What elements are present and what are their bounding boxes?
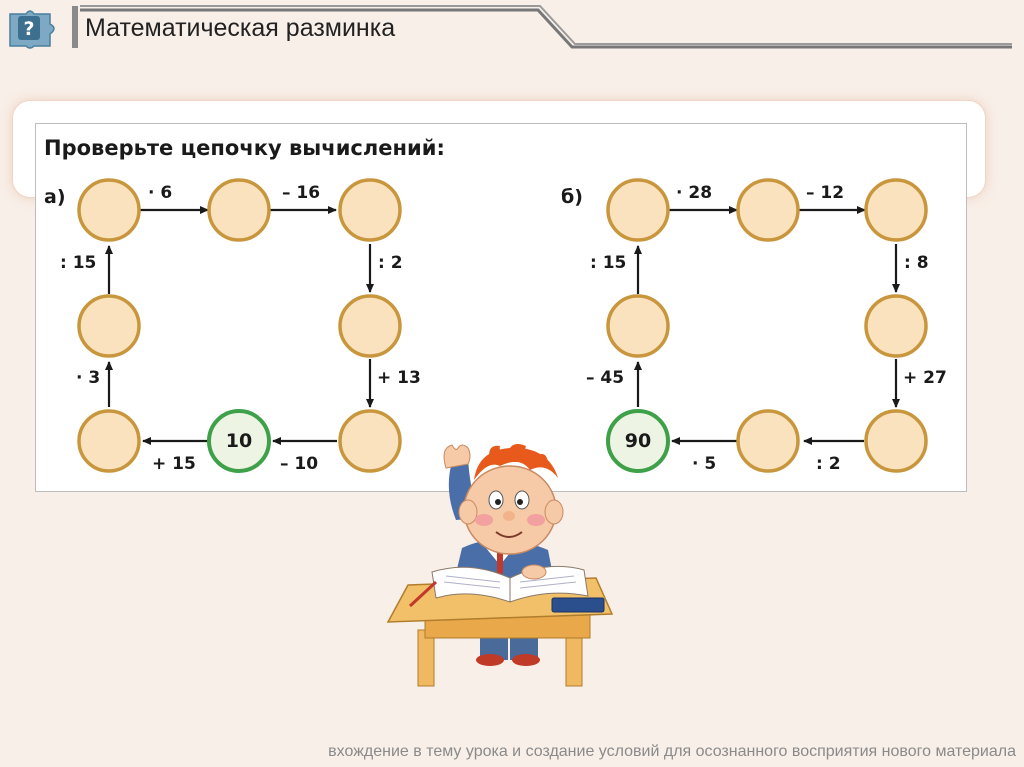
chain-b-circle (608, 296, 668, 356)
part-a-label: а) (44, 186, 66, 208)
chain-a-circle (340, 296, 400, 356)
chain-a-circle (340, 411, 400, 471)
part-b-label: б) (561, 186, 583, 208)
footer-caption: вхождение в тему урока и создание услови… (328, 743, 1016, 761)
op-label: : 15 (60, 253, 96, 273)
op-label: · 5 (692, 454, 716, 474)
chain-a-circle (79, 296, 139, 356)
chain-b-circle (866, 296, 926, 356)
chain-a-circle (79, 411, 139, 471)
op-label: – 16 (282, 183, 320, 203)
chain-b-circle (608, 180, 668, 240)
op-label: + 15 (152, 454, 196, 474)
chain-b-arrows (638, 210, 896, 441)
schoolboy-illustration (388, 444, 612, 686)
chain-a-circle (209, 180, 269, 240)
chain-b-start-value: 90 (618, 430, 658, 452)
op-label: · 28 (676, 183, 712, 203)
chain-b-circle (738, 180, 798, 240)
op-label: : 2 (378, 253, 403, 273)
chain-a-circle (79, 180, 139, 240)
op-label: – 10 (280, 454, 318, 474)
op-label: · 3 (76, 368, 100, 388)
chain-b-circle (866, 180, 926, 240)
chain-a-arrows (109, 210, 370, 441)
op-label: · 6 (148, 183, 172, 203)
chain-b-circle (738, 411, 798, 471)
chain-a-start-value: 10 (219, 430, 259, 452)
op-label: – 45 (586, 368, 624, 388)
op-label: – 12 (806, 183, 844, 203)
op-label: : 8 (904, 253, 929, 273)
chain-a-circle (340, 180, 400, 240)
op-label: + 27 (903, 368, 947, 388)
op-label: : 15 (590, 253, 626, 273)
chain-b-circle (866, 411, 926, 471)
op-label: : 2 (816, 454, 841, 474)
op-label: + 13 (377, 368, 421, 388)
